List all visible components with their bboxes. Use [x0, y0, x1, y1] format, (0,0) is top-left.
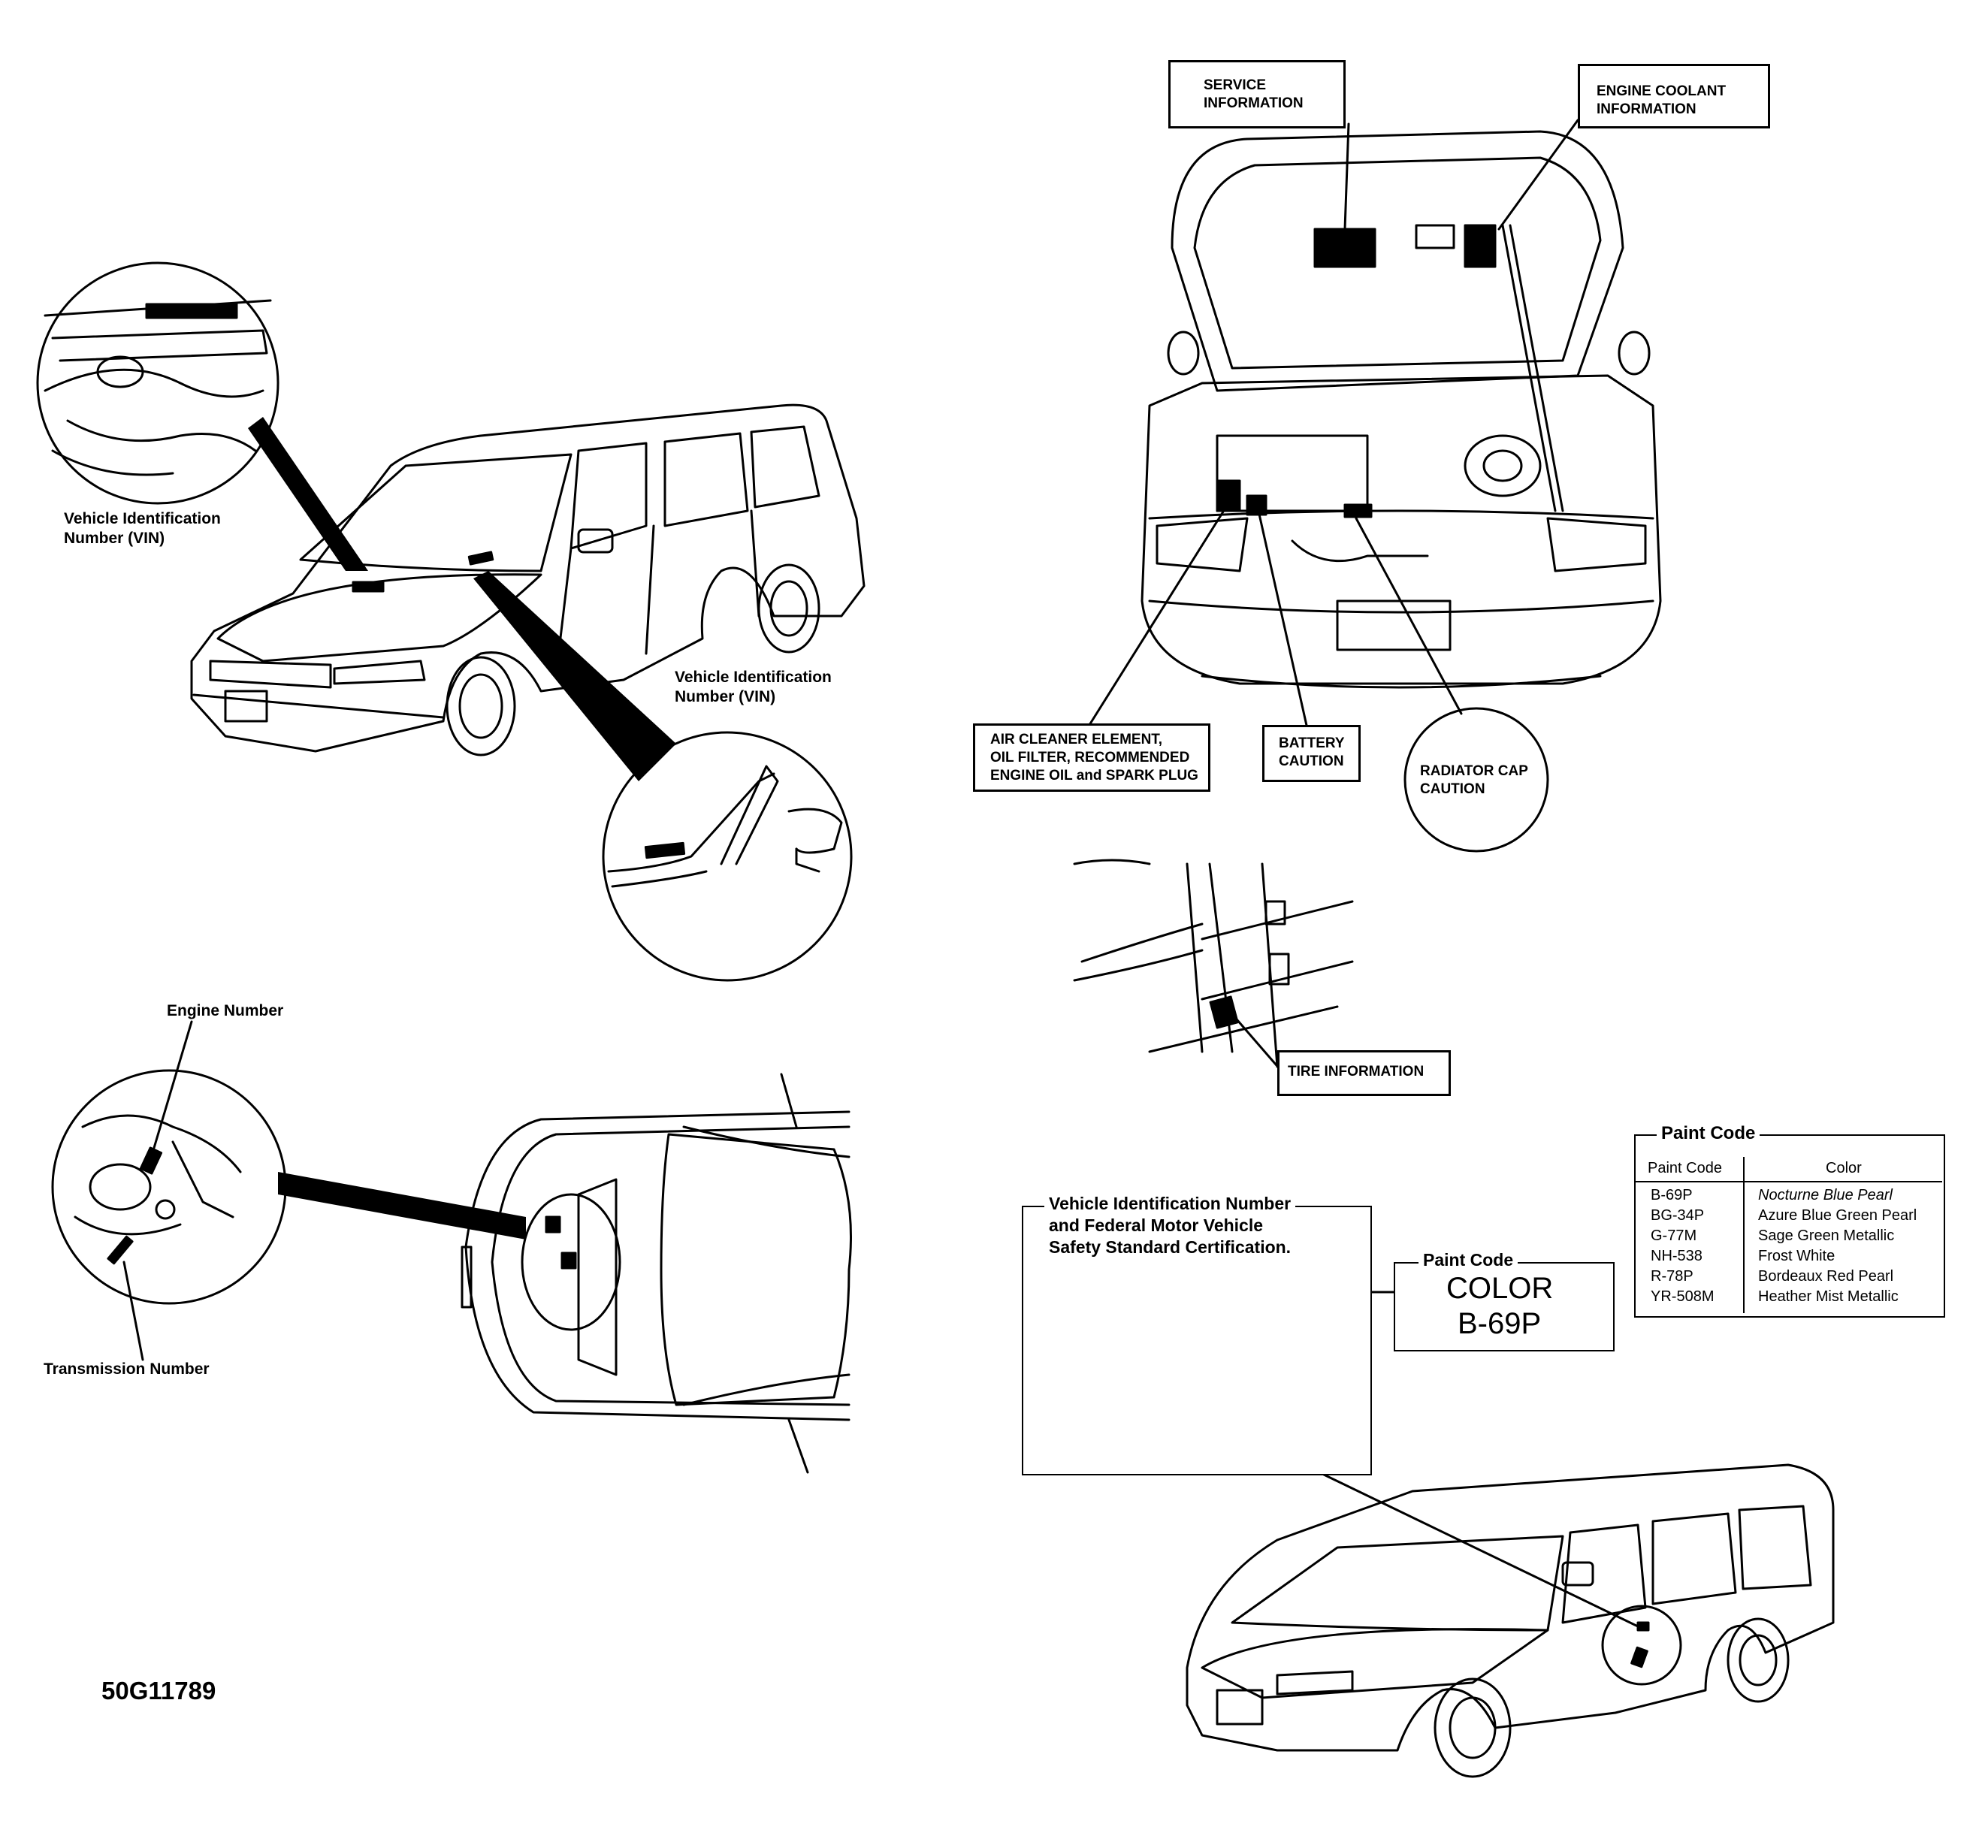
tire-information-label: TIRE INFORMATION: [1288, 1064, 1425, 1080]
paint-code-value: YR-508M: [1651, 1288, 1715, 1305]
radiator-cap-circle: [1403, 707, 1549, 853]
paint-color-value: Frost White: [1758, 1248, 1835, 1264]
paint-color-value: Heather Mist Metallic: [1758, 1288, 1899, 1305]
paint-code-sticker-color: COLOR: [1446, 1272, 1554, 1305]
vin-fmvss-label: Vehicle Identification Number and Federa…: [1044, 1193, 1296, 1258]
transmission-number-label: Transmission Number: [44, 1360, 210, 1378]
door-jamb-tire-view: [1073, 859, 1354, 1068]
callout-battery: [1257, 509, 1309, 730]
paint-code-value: B-69P: [1651, 1187, 1693, 1203]
callout-radiator-cap: [1355, 517, 1463, 715]
paint-code-row: NH-538 Frost White: [1634, 1248, 1942, 1269]
paint-code-row: G-77M Sage Green Metallic: [1634, 1227, 1942, 1249]
figure-id: 50G11789: [101, 1677, 216, 1705]
paint-code-value: G-77M: [1651, 1227, 1697, 1244]
callout-service-info: [1343, 122, 1350, 231]
vin-dashboard-inset: [36, 261, 368, 571]
paint-color-value: Azure Blue Green Pearl: [1758, 1207, 1917, 1224]
air-cleaner-label: AIR CLEANER ELEMENT, OIL FILTER, RECOMME…: [990, 732, 1198, 784]
paint-code-table-body: Paint Code Color B-69P Nocturne Blue Pea…: [1634, 1157, 1942, 1315]
radiator-cap-caution-label: RADIATOR CAP CAUTION: [1420, 763, 1528, 797]
paint-code-header-row: Paint Code Color: [1634, 1157, 1942, 1182]
engine-number-inset: [51, 1020, 526, 1361]
service-information-label: SERVICE INFORMATION: [1204, 77, 1304, 111]
header-paint-code: Paint Code: [1648, 1160, 1722, 1176]
engine-bay-view: [1141, 130, 1662, 689]
vin-pillar-inset: [473, 571, 853, 982]
car-top-view: [461, 1073, 852, 1474]
callout-tire-info: [1231, 1013, 1283, 1072]
vin-top-label: Vehicle Identification Number (VIN): [64, 510, 221, 548]
paint-color-value: Bordeaux Red Pearl: [1758, 1268, 1894, 1285]
paint-code-row: R-78P Bordeaux Red Pearl: [1634, 1268, 1942, 1289]
paint-code-row: YR-508M Heather Mist Metallic: [1634, 1288, 1942, 1309]
paint-code-value: BG-34P: [1651, 1207, 1705, 1224]
engine-coolant-label: ENGINE COOLANT INFORMATION: [1597, 83, 1727, 117]
paint-code-sticker-value: B-69P: [1458, 1307, 1542, 1340]
paint-code-table: [1634, 1134, 1945, 1318]
tire-information-box: [1277, 1050, 1451, 1096]
paint-color-value: Sage Green Metallic: [1758, 1227, 1895, 1244]
paint-code-row: BG-34P Azure Blue Green Pearl: [1634, 1207, 1942, 1228]
callout-vin-fmvss: [1321, 1472, 1639, 1628]
callout-air-cleaner: [1088, 502, 1230, 726]
paint-code-row: B-69P Nocturne Blue Pearl: [1634, 1187, 1942, 1208]
engine-coolant-box: [1578, 64, 1770, 128]
minivan-paint-code-view: [1186, 1463, 1835, 1778]
vin-mid-label: Vehicle Identification Number (VIN): [675, 669, 832, 706]
paint-code-value: R-78P: [1651, 1268, 1693, 1285]
paint-code-value: NH-538: [1651, 1248, 1702, 1264]
battery-caution-box: [1262, 725, 1361, 782]
paint-code-sticker-title: Paint Code: [1418, 1249, 1518, 1271]
engine-number-label: Engine Number: [167, 1002, 284, 1019]
paint-code-table-title: Paint Code: [1657, 1122, 1760, 1145]
paint-code-column-divider: [1743, 1157, 1745, 1313]
air-cleaner-box: [973, 723, 1210, 792]
service-information-box: [1168, 60, 1346, 128]
battery-caution-label: BATTERY CAUTION: [1279, 735, 1345, 769]
callout-coolant: [1497, 119, 1579, 231]
header-color: Color: [1826, 1160, 1862, 1176]
paint-color-value: Nocturne Blue Pearl: [1758, 1187, 1893, 1203]
